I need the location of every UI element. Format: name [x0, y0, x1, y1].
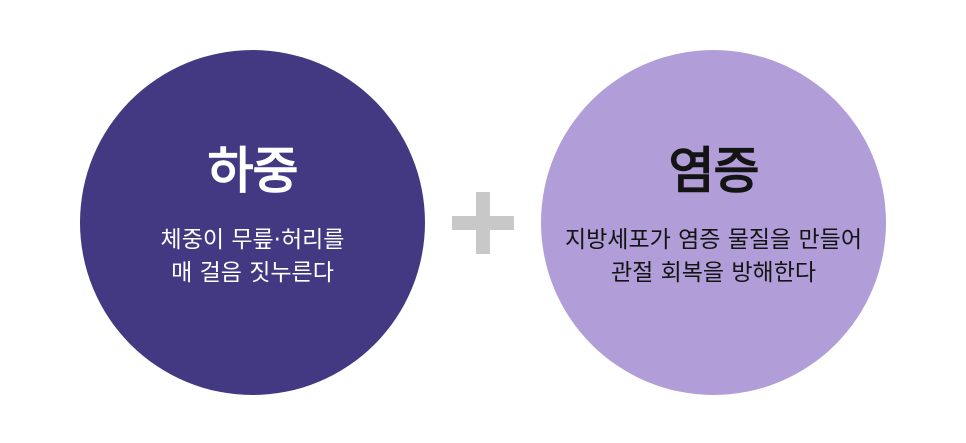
inflammation-description-line-2: 관절 회복을 방해한다 — [610, 259, 817, 286]
load-description-line-2: 매 걸음 짓누른다 — [171, 259, 334, 286]
load-title: 하중 — [207, 141, 299, 200]
inflammation-title: 염증 — [668, 141, 760, 200]
inflammation-description-line-1: 지방세포가 염증 물질을 만들어 — [564, 226, 862, 253]
load-circle: 하중 체중이 무릎·허리를 매 걸음 짓누른다 — [80, 50, 425, 395]
load-description-line-1: 체중이 무릎·허리를 — [160, 226, 345, 253]
plus-vertical-bar — [476, 192, 490, 254]
plus-icon — [452, 192, 514, 254]
inflammation-circle: 염증 지방세포가 염증 물질을 만들어 관절 회복을 방해한다 — [541, 50, 886, 395]
